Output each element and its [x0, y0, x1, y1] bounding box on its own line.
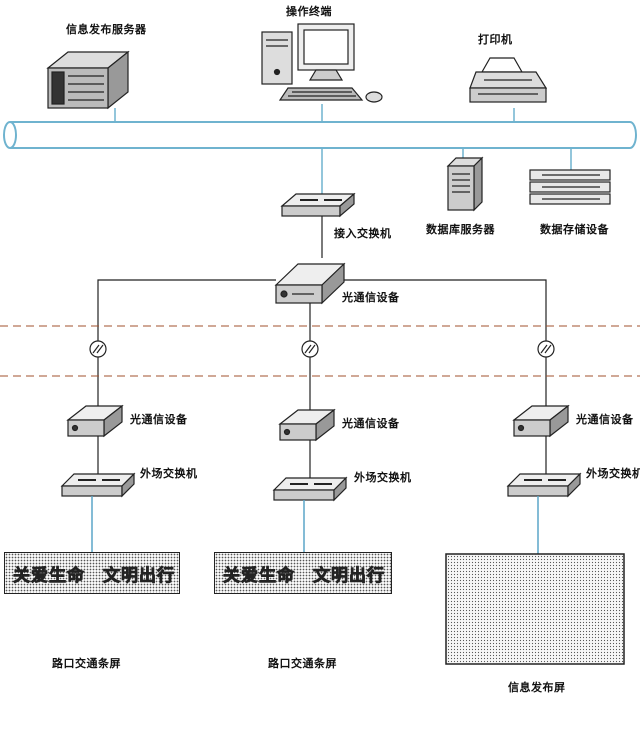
- optical-main-icon: [274, 262, 346, 305]
- optical-device-1-icon: [66, 404, 124, 438]
- info-display-screen: [445, 553, 625, 665]
- bus-links: [114, 104, 572, 194]
- info-server-icon: [46, 50, 130, 110]
- distribution-lines: [97, 279, 547, 420]
- fiber-connector-2: [301, 340, 319, 358]
- optical-switch-links: [97, 436, 547, 478]
- label-optical-main: 光通信设备: [342, 291, 400, 304]
- storage-icon: [529, 169, 611, 205]
- label-info-server: 信息发布服务器: [66, 23, 147, 36]
- fiber-connector-1: [89, 340, 107, 358]
- fiber-connector-3: [537, 340, 555, 358]
- printer-icon: [469, 57, 548, 103]
- label-optical-2: 光通信设备: [342, 417, 400, 430]
- label-field-switch-2: 外场交换机: [354, 471, 412, 484]
- screen-links: [91, 496, 539, 554]
- traffic-strip-screen-2: 关爱生命文明出行: [214, 552, 392, 594]
- label-operator-terminal: 操作终端: [286, 5, 332, 18]
- label-screen-2: 路口交通条屏: [268, 657, 337, 670]
- label-field-switch-3: 外场交换机: [586, 467, 640, 480]
- board-1-part2: 文明出行: [103, 566, 175, 587]
- label-optical-1: 光通信设备: [130, 413, 188, 426]
- optical-device-2-icon: [278, 408, 336, 442]
- label-screen-1: 路口交通条屏: [52, 657, 121, 670]
- board-2-part1: 关爱生命: [223, 566, 295, 587]
- board-1-text: 关爱生命文明出行: [13, 561, 175, 587]
- boundary-lines: [0, 325, 640, 377]
- operator-terminal-icon: [261, 23, 383, 103]
- label-screen-3: 信息发布屏: [508, 681, 566, 694]
- optical-device-3-icon: [512, 404, 570, 438]
- label-field-switch-1: 外场交换机: [140, 467, 198, 480]
- network-bus: [3, 121, 637, 149]
- label-storage: 数据存储设备: [540, 223, 609, 236]
- field-switch-2-icon: [272, 476, 348, 502]
- label-printer: 打印机: [478, 33, 513, 46]
- board-2-part2: 文明出行: [313, 566, 385, 587]
- db-server-icon: [446, 156, 484, 212]
- field-switch-1-icon: [60, 472, 136, 498]
- label-optical-3: 光通信设备: [576, 413, 634, 426]
- field-switch-3-icon: [506, 472, 582, 498]
- label-access-switch: 接入交换机: [334, 227, 392, 240]
- board-1-part1: 关爱生命: [13, 566, 85, 587]
- traffic-strip-screen-1: 关爱生命文明出行: [4, 552, 180, 594]
- label-db-server: 数据库服务器: [426, 223, 495, 236]
- access-switch-icon: [280, 192, 356, 218]
- board-2-text: 关爱生命文明出行: [223, 561, 385, 587]
